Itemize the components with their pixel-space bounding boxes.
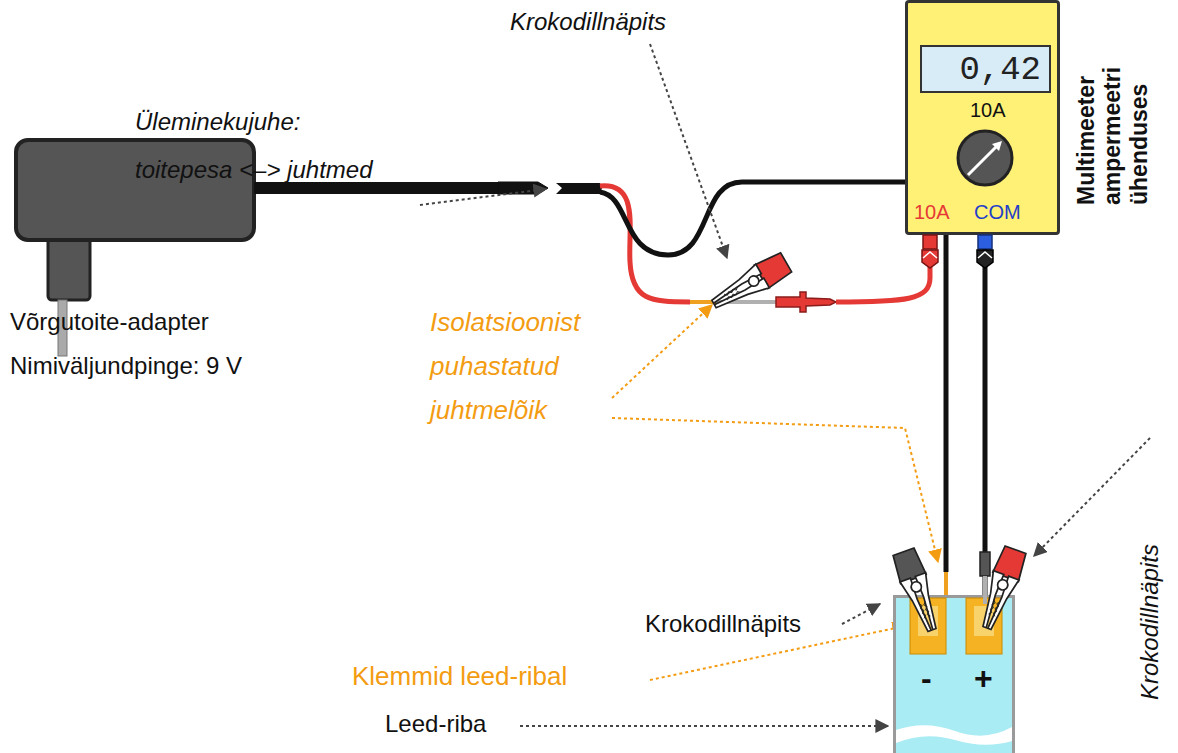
adapter-cable (254, 182, 500, 194)
banana-plug (977, 250, 993, 268)
terminal-pad (910, 598, 946, 654)
callout-label: Krokodillnäpits (1136, 544, 1164, 700)
callout-label: puhastatud (430, 352, 559, 382)
plug-chevron (923, 252, 937, 258)
probe-body (980, 552, 990, 576)
probe-body (776, 292, 836, 312)
leader-line (650, 44, 727, 258)
terminal-slot (918, 606, 938, 636)
callout-label: Leed-riba (385, 710, 486, 738)
callout-label: Krokodillnäpits (645, 610, 801, 638)
crocodile-clip (891, 547, 945, 635)
crocodile-clip (707, 251, 793, 316)
black-wire (600, 182, 946, 572)
callout-label: Nimiväljundpinge: 9 V (10, 352, 242, 380)
red-test-lead (716, 262, 930, 312)
dial-pointer (992, 141, 1002, 151)
jack-com (978, 235, 992, 249)
display-reading: 0,42 (959, 51, 1041, 90)
polarity-sign: - (921, 660, 932, 697)
leader-line (520, 725, 888, 727)
leader-line (1034, 438, 1150, 556)
adapter-plug (48, 238, 90, 300)
leader-line (420, 189, 546, 205)
callout-label: Klemmid leed-ribal (352, 662, 567, 692)
terminal-slot (974, 606, 994, 636)
plug-chevron (978, 252, 992, 258)
female-socket (556, 183, 602, 194)
range-dial (958, 131, 1012, 185)
probe-tip (716, 300, 776, 304)
callout-label: toitepesa <–> juhtmed (135, 156, 373, 184)
jack-label: COM (974, 201, 1021, 224)
callout-label: Isolatsioonist (430, 308, 580, 338)
callout-label: Üleminekujuhe: (135, 108, 300, 136)
meter-heading: Multimeeter ampermeetri ühenduses (1073, 35, 1152, 205)
callout-label: Krokodillnäpits (510, 8, 666, 36)
adapter-body (16, 140, 254, 240)
meter-display: 0,42 (920, 45, 1051, 93)
probe-tip (983, 576, 987, 604)
leader-line (612, 418, 938, 562)
multimeter-body: 10A10ACOMMultimeeter ampermeetri ühendus… (905, 0, 1060, 235)
led-strip: -+ (893, 595, 1015, 753)
leader-line (612, 305, 712, 398)
polarity-sign: + (974, 660, 993, 697)
banana-plug (922, 250, 938, 268)
jack-10a (923, 235, 937, 249)
jack-label: 10A (914, 201, 950, 224)
range-label: 10A (970, 99, 1006, 122)
callout-label: juhtmelõik (430, 396, 547, 426)
stripped-wire (690, 300, 718, 304)
callout-label: Võrgutoite-adapter (10, 308, 209, 336)
terminal-pad (966, 598, 1002, 654)
leader-line (842, 604, 880, 624)
test-lead-wire (983, 235, 988, 595)
strip-cut (896, 725, 1012, 745)
red-lead-wire (836, 262, 930, 302)
crocodile-clip (974, 545, 1028, 633)
dial-pointer (968, 145, 998, 175)
